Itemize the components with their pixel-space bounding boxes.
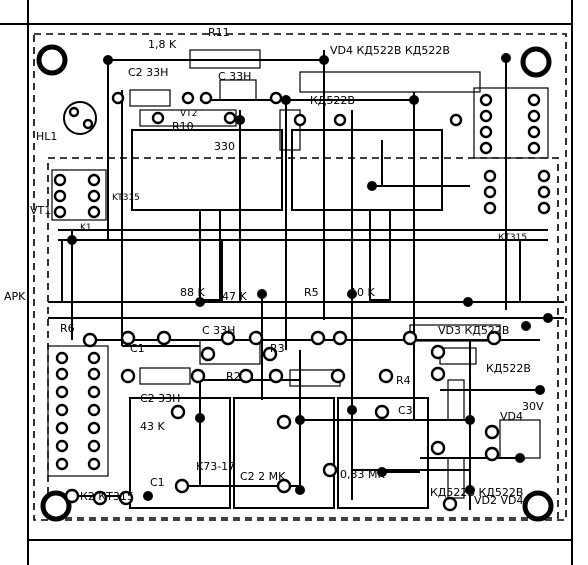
label-vt2: VT2 (180, 109, 197, 119)
label-r-10k: 10 K (350, 286, 375, 299)
label-r4: R4 (396, 374, 411, 387)
transistor-vt1 (53, 173, 101, 219)
label-r-88k: 88 K (180, 286, 205, 299)
pin-header-right (479, 93, 551, 215)
label-c3: C3 (398, 404, 413, 417)
label-vd4-kd522: КД522В (310, 94, 355, 107)
label-r3: R3 (270, 342, 285, 355)
pin-header-left (55, 351, 101, 471)
label-c1: C1 (150, 476, 165, 489)
label-vd-right: VD3 КД522В (438, 324, 509, 337)
label-r-47k: 47 K (222, 290, 247, 303)
mount-hole-bl (40, 490, 72, 522)
label-r11: R11 (208, 26, 230, 39)
label-r10: R10 (172, 120, 194, 133)
label-vd-rtop: КД522В (486, 362, 531, 375)
label-side-apk: APK (4, 290, 26, 303)
label-vd-top: VD4 КД522В КД522В (330, 44, 450, 57)
label-hl1: HL1 (36, 130, 57, 143)
label-r2: R2 (226, 370, 241, 383)
mount-hole-tr (520, 46, 552, 78)
label-30v: 30V (522, 400, 544, 413)
label-r5: R5 (304, 286, 319, 299)
component-labels: R11 1,8 K C2 33H C 33H R10 330 VD4 КД522… (4, 26, 544, 507)
label-vd4: VD4 (500, 410, 523, 423)
via-group (67, 53, 553, 501)
label-k1: K1 (80, 223, 92, 233)
led-hl1 (63, 101, 97, 135)
label-r-33m: 0,33 MK (340, 468, 385, 481)
label-r10-value: 1,8 K (148, 38, 177, 51)
label-vd-bottom: VD2 VD4 (474, 494, 523, 507)
label-k73: K73-17 (196, 460, 235, 473)
label-r-330: 330 (214, 140, 235, 153)
label-c2-33h: C2 33H (128, 66, 168, 79)
label-r6: R6 (60, 322, 75, 335)
label-vt1: VT1 (30, 204, 51, 217)
pad-group (64, 91, 502, 512)
label-c-33h-a: C 33H (218, 70, 251, 83)
mount-hole-br (522, 490, 554, 522)
label-r-43k: 43 K (140, 420, 165, 433)
label-c-33h-b: C 33H (202, 324, 235, 337)
label-c2-2mk: C2 2 MK (240, 470, 286, 483)
label-k-bottom: К2 КТ315 (80, 490, 134, 503)
label-kd522-v: КД522В КД522В (430, 486, 523, 499)
label-c1-top: C1 (130, 342, 145, 355)
label-kt315-left: KT315 (112, 193, 140, 203)
label-kt315-right: КТ315 (498, 233, 527, 243)
label-c2-33h-b: C2 33H (140, 392, 180, 405)
mount-hole-tl (36, 44, 68, 76)
